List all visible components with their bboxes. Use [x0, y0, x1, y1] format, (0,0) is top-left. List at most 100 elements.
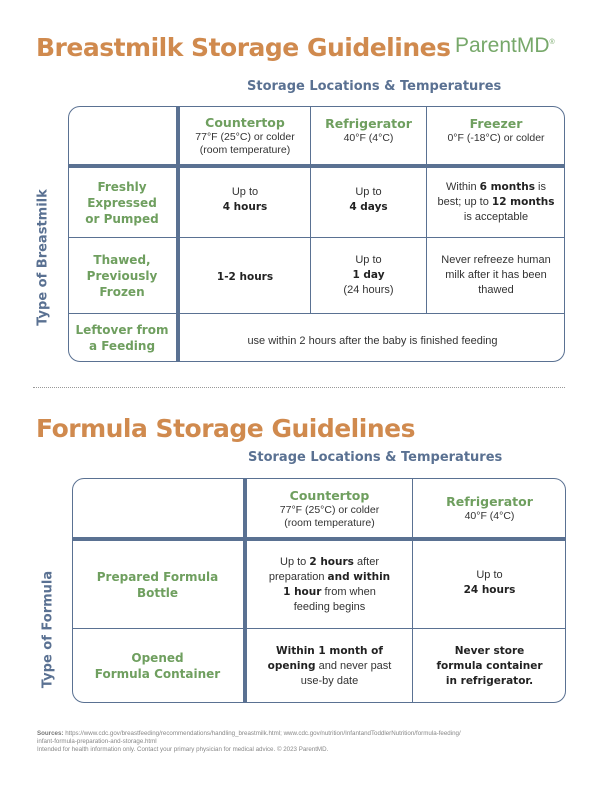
cell-emphasis: 4 hours — [222, 200, 268, 213]
cell-opened-countertop: Within 1 month of opening and never past… — [247, 629, 412, 703]
table-divider — [68, 313, 565, 314]
sources-text: https://www.cdc.gov/breastfeeding/recomm… — [63, 730, 461, 737]
col-temp-note: (room temperature) — [284, 516, 375, 529]
cell-line: 1 hour from when — [283, 585, 376, 600]
cell-emphasis: in refrigerator. — [445, 674, 534, 687]
cell-text: Up to — [280, 555, 310, 568]
col-name: Countertop — [205, 115, 285, 130]
breastmilk-title: Breastmilk Storage Guidelines — [36, 33, 451, 62]
table-divider — [72, 537, 566, 541]
cell-text: Never refreeze human — [441, 254, 551, 266]
row-label-leftover: Leftover from a Feeding — [68, 314, 176, 361]
row-label-line: Opened — [131, 651, 184, 665]
col-header-countertop: Countertop 77°F (25°C) or colder (room t… — [180, 108, 310, 164]
cell-line: Up to 2 hours after — [280, 555, 379, 570]
col-name: Refrigerator — [446, 494, 533, 509]
footer: Sources: https://www.cdc.gov/breastfeedi… — [37, 730, 577, 754]
table-divider — [176, 106, 180, 362]
cell-emphasis: 1-2 hours — [216, 271, 274, 283]
row-label-line: or Pumped — [85, 211, 159, 226]
row-label-line: Frozen — [99, 284, 145, 299]
cell-text: preparation — [268, 570, 328, 583]
col-temp: 0°F (-18°C) or colder — [447, 132, 545, 144]
cell-text: use within 2 hours after the baby is fin… — [247, 334, 498, 347]
row-label-freshly-expressed: Freshly Expressed or Pumped — [68, 168, 176, 237]
table-divider — [426, 106, 427, 314]
cell-line: best; up to 12 months — [437, 195, 554, 210]
cell-text: thawed — [478, 284, 514, 296]
footer-disclaimer: Intended for health information only. Co… — [37, 746, 329, 753]
table-divider — [243, 478, 247, 703]
row-label-line: Leftover from — [75, 322, 169, 337]
cell-emphasis: 1 hour — [283, 585, 322, 598]
cell-text: after — [353, 555, 379, 568]
row-label-line: Formula Container — [94, 667, 221, 681]
cell-text: and never past — [315, 659, 392, 672]
breastmilk-subtitle: Storage Locations & Temperatures — [247, 79, 502, 94]
col-header-freezer: Freezer 0°F (-18°C) or colder — [427, 108, 565, 153]
formula-table — [72, 478, 566, 703]
cell-text: Up to — [355, 185, 382, 198]
cell-line: Within 6 months is — [446, 180, 546, 195]
col-name: Refrigerator — [325, 116, 412, 131]
cell-emphasis: Within 1 month of — [276, 644, 383, 657]
row-label-thawed: Thawed, Previously Frozen — [68, 238, 176, 313]
col-temp: 40°F (4°C) — [343, 132, 394, 144]
row-label-line: Freshly — [97, 179, 147, 194]
cell-emphasis: formula container — [436, 659, 543, 672]
cell-line: opening and never past — [268, 659, 392, 674]
cell-text: best; up to — [437, 196, 492, 208]
cell-text: from when — [321, 585, 376, 598]
cell-text: Up to — [355, 254, 382, 266]
formula-side-label: Type of Formula — [40, 570, 56, 689]
col-temp-note: (room temperature) — [199, 144, 291, 156]
cell-fresh-freezer: Within 6 months is best; up to 12 months… — [427, 168, 565, 237]
cell-emphasis: 12 months — [491, 196, 555, 208]
cell-text: use-by date — [300, 674, 359, 687]
section-divider — [33, 387, 565, 388]
logo-text: ParentMD — [455, 34, 550, 57]
sources-text: infant-formula-preparation-and-storage.h… — [37, 738, 157, 745]
cell-emphasis: 24 hours — [463, 583, 516, 596]
footer-sources: Sources: https://www.cdc.gov/breastfeedi… — [37, 730, 577, 738]
breastmilk-table — [68, 106, 565, 362]
cell-emphasis: 1 day — [352, 269, 385, 281]
row-label-prepared-bottle: Prepared Formula Bottle — [72, 541, 243, 628]
cell-thawed-refrigerator: Up to 1 day (24 hours) — [311, 238, 426, 313]
cell-emphasis: 6 months — [479, 181, 535, 193]
row-label-line: Bottle — [136, 585, 179, 600]
cell-prepared-refrigerator: Up to 24 hours — [413, 541, 566, 624]
col-name: Freezer — [469, 116, 523, 131]
cell-text: Up to — [231, 185, 259, 198]
breastmilk-side-label: Type of Breastmilk — [35, 189, 51, 326]
cell-emphasis: opening — [267, 659, 316, 672]
parentmd-logo: ParentMD® — [455, 34, 555, 58]
col-header-refrigerator: Refrigerator 40°F (4°C) — [311, 108, 426, 153]
cell-text: milk after it has been — [445, 269, 547, 281]
cell-emphasis: and within — [327, 570, 391, 583]
table-divider — [310, 106, 311, 314]
cell-text: (24 hours) — [343, 284, 394, 296]
sources-label: Sources: — [37, 730, 64, 737]
cell-opened-refrigerator: Never store formula container in refrige… — [413, 629, 566, 703]
cell-leftover-span: use within 2 hours after the baby is fin… — [180, 314, 565, 368]
formula-title: Formula Storage Guidelines — [36, 414, 415, 443]
col-temp: 40°F (4°C) — [464, 510, 515, 522]
cell-emphasis: 2 hours — [309, 555, 354, 568]
row-label-line: Thawed, — [93, 252, 151, 267]
table-divider — [72, 628, 566, 629]
cell-emphasis: 4 days — [349, 200, 388, 213]
table-divider — [412, 478, 413, 703]
cell-thawed-freezer: Never refreeze human milk after it has b… — [427, 238, 565, 313]
cell-text: is — [534, 181, 546, 193]
formula-subtitle: Storage Locations & Temperatures — [248, 450, 503, 465]
row-label-line: Prepared Formula — [96, 569, 219, 584]
row-label-line: Expressed — [87, 195, 157, 210]
col-temp: 77°F (25°C) or colder — [195, 131, 295, 143]
cell-fresh-countertop: Up to 4 hours — [180, 168, 310, 231]
table-divider — [68, 164, 565, 168]
row-label-opened-container: Opened Formula Container — [72, 629, 243, 703]
cell-text: Up to — [476, 568, 503, 581]
col-temp: 77°F (25°C) or colder — [279, 503, 380, 516]
cell-line: preparation and within — [269, 570, 390, 585]
